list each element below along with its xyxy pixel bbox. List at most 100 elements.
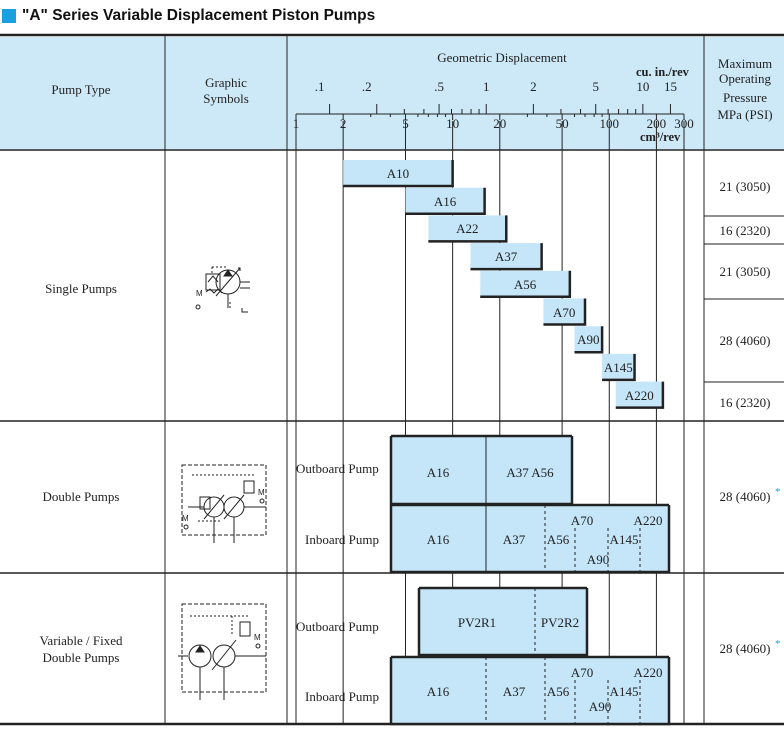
in-tick-label: 15 (663, 79, 677, 94)
varfixed-in-a56: A56 (546, 684, 570, 699)
svg-text:M: M (196, 289, 203, 298)
header-symbols: Symbols (203, 91, 249, 106)
varfixed-in-a90: A90 (588, 699, 612, 714)
bar-label-a56: A56 (513, 276, 537, 292)
varfixed-out-pv2r2: PV2R2 (540, 615, 580, 630)
varfixed-in-a145: A145 (609, 684, 639, 699)
in-tick-label: 2 (530, 79, 537, 94)
bar-shadow (543, 298, 587, 326)
pressure-varfixed: 28 (4060) (719, 641, 771, 656)
cm-tick-label: 50 (555, 116, 569, 131)
page-title: "A" Series Variable Displacement Piston … (0, 4, 375, 28)
varfixed-inboard-block-edge (389, 657, 671, 726)
bar-a90 (574, 326, 603, 353)
in-tick-label: .2 (361, 79, 372, 94)
cm-tick-label: 20 (493, 116, 507, 131)
bar-a22 (428, 215, 507, 242)
double-in-a90: A90 (586, 552, 610, 567)
bar-shadow (405, 187, 486, 215)
double-in-a220: A220 (633, 513, 663, 528)
bar-shadow (470, 243, 543, 271)
varfixed-inboard-label: Inboard Pump (305, 689, 380, 704)
bar-label-a70: A70 (553, 304, 576, 320)
pressure-a10-a16: 21 (3050) (719, 179, 771, 194)
header-graphic: Graphic (205, 75, 247, 90)
title-text: "A" Series Variable Displacement Piston … (22, 7, 376, 24)
bar-shadow (615, 381, 665, 409)
unit-cu-in: cu. in./rev (636, 65, 689, 79)
bar-shadow (602, 353, 636, 382)
bar-a56 (480, 270, 570, 297)
cm-tick-label: 100 (599, 116, 620, 131)
row-single-pumps: Single Pumps (45, 281, 117, 296)
bar-a10 (343, 160, 453, 186)
svg-text:M: M (254, 633, 261, 642)
double-in-a16: A16 (426, 532, 450, 547)
double-inboard-block (391, 505, 669, 572)
double-outboard-block (391, 436, 572, 504)
bar-label-a16: A16 (433, 193, 457, 209)
header-maximum: Maximum (717, 56, 773, 71)
in-tick-label: .1 (314, 79, 325, 94)
varfixed-pump-symbol-icon: M (178, 603, 267, 700)
bar-a70 (543, 298, 586, 325)
row-double-pumps: Double Pumps (42, 489, 120, 504)
varfixed-inboard-block (391, 657, 669, 724)
row-varfixed-1: Variable / Fixed (39, 633, 123, 648)
bar-shadow (574, 326, 604, 354)
bars (343, 160, 671, 726)
double-inboard-label: Inboard Pump (305, 532, 380, 547)
single-pump-symbol-icon: M (195, 266, 250, 313)
bar-a16 (405, 187, 485, 214)
pressure-a37-a56: 21 (3050) (719, 264, 771, 279)
varfixed-in-a16: A16 (426, 684, 450, 699)
bar-a145 (602, 353, 635, 380)
header-operating: Operating (719, 71, 771, 86)
header-geometric-displacement: Geometric Displacement (437, 50, 567, 65)
varfixed-in-a70: A70 (570, 665, 594, 680)
bar-a37 (470, 243, 542, 270)
bar-label-a145: A145 (603, 359, 633, 375)
double-in-a56: A56 (546, 532, 570, 547)
double-out-a16: A16 (426, 465, 450, 480)
header-mpa-psi: MPa (PSI) (717, 107, 773, 122)
title-bullet-icon (2, 9, 16, 23)
double-in-a37: A37 (502, 532, 526, 547)
unit-cm3: cm³/rev (640, 130, 681, 144)
svg-text:M: M (182, 514, 189, 523)
varfixed-out-pv2r1: PV2R1 (457, 615, 497, 630)
cm-tick-label: 300 (674, 116, 694, 131)
displacement-scale (295, 104, 685, 120)
in-tick-label: .5 (434, 79, 444, 94)
double-outboard-label: Outboard Pump (296, 461, 379, 476)
pressure-a22: 16 (2320) (719, 223, 771, 238)
cm-tick-label: 10 (446, 116, 460, 131)
in-tick-label: 5 (592, 79, 599, 94)
bar-a220 (615, 381, 663, 408)
cm-tick-label: 200 (646, 116, 667, 131)
varfixed-in-a37: A37 (502, 684, 526, 699)
bar-label-a90: A90 (577, 332, 600, 348)
bar-shadow (343, 160, 454, 188)
varfixed-in-a220: A220 (633, 665, 663, 680)
header-pressure: Pressure (722, 90, 768, 105)
double-pump-symbol-icon: M M (181, 464, 267, 543)
cm-tick-label: 2 (339, 116, 347, 131)
bar-label-a37: A37 (494, 249, 518, 265)
double-out-a37a56: A37 A56 (506, 465, 554, 480)
in-tick-label: 1 (482, 79, 490, 94)
cm-tick-label: 1 (292, 116, 300, 131)
pressure-a220: 16 (2320) (719, 395, 771, 410)
double-inboard-block-edge (389, 505, 671, 574)
bar-label-a22: A22 (456, 221, 479, 237)
double-in-a70: A70 (570, 513, 594, 528)
pressure-a70-a145: 28 (4060) (719, 333, 771, 348)
double-in-a145: A145 (609, 532, 639, 547)
bar-shadow (480, 270, 572, 299)
header-background (0, 37, 784, 149)
header-pump-type: Pump Type (51, 82, 111, 97)
row-varfixed-2: Double Pumps (42, 650, 120, 665)
varfixed-outboard-label: Outboard Pump (296, 619, 379, 634)
svg-text:M: M (258, 488, 265, 497)
